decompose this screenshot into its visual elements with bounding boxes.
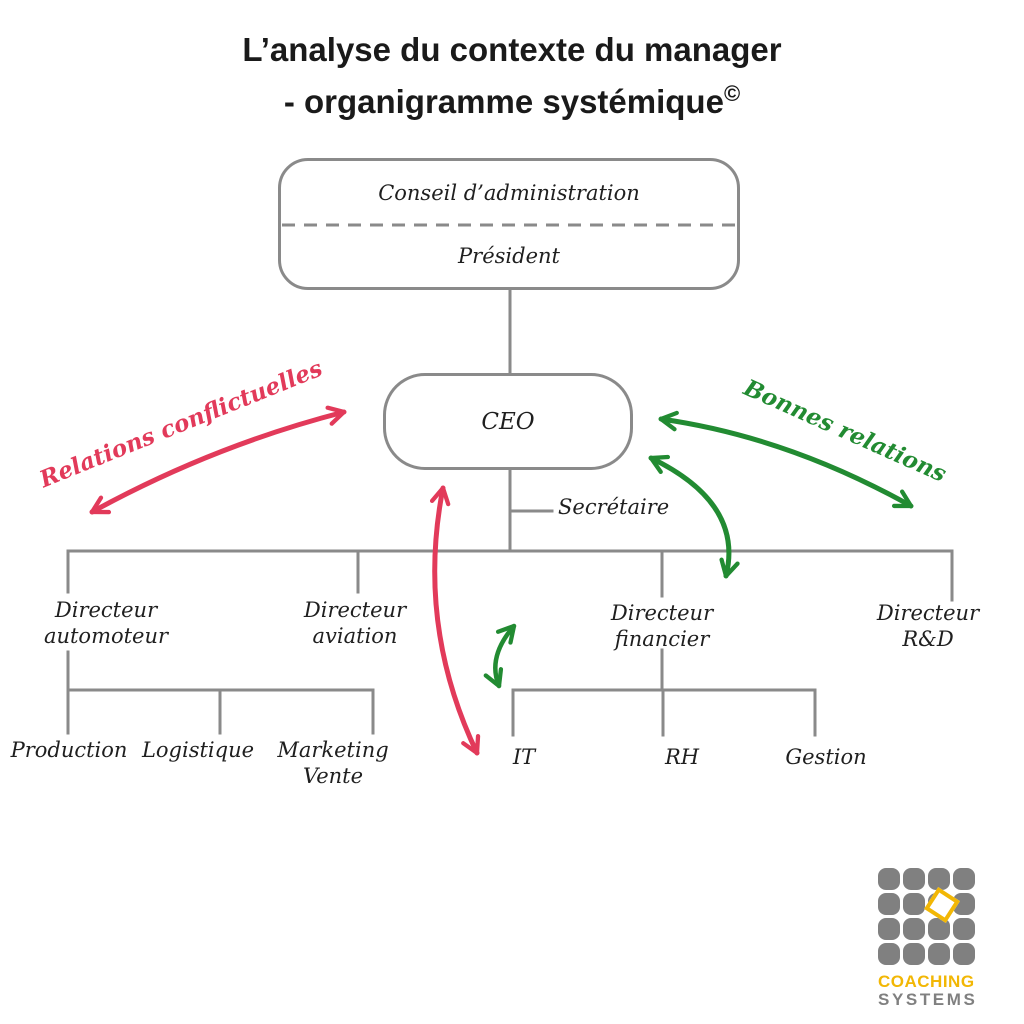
board-box-top-half: Conseil d’administration — [281, 161, 737, 224]
coaching-systems-logo: COACHING SYSTEMS — [878, 868, 982, 1009]
logo-dot — [878, 943, 900, 965]
logo-dot — [953, 868, 975, 890]
ceo-box: CEO — [383, 373, 633, 470]
unit-it-label: IT — [512, 745, 536, 769]
page-title-line2: - organigramme systémique© — [283, 81, 741, 120]
logo-dot — [928, 918, 950, 940]
board-label: Conseil d’administration — [378, 180, 640, 205]
unit-production-label: Production — [10, 738, 128, 762]
unit-hr-label: RH — [664, 745, 700, 769]
logo-dot-grid — [878, 868, 975, 965]
director-aviation-label: Directeur aviation — [303, 598, 407, 648]
logo-dot — [878, 918, 900, 940]
ceo-label: CEO — [481, 408, 535, 435]
hierarchy-connector-lines — [66, 288, 954, 737]
logo-dot — [953, 893, 975, 915]
logo-dot — [903, 918, 925, 940]
secretary-label: Secrétaire — [558, 495, 670, 519]
logo-dot — [903, 943, 925, 965]
page-title-line1: L’analyse du contexte du manager — [242, 31, 782, 68]
unit-management-label: Gestion — [785, 745, 867, 769]
board-president-box: Conseil d’administration Président — [278, 158, 740, 290]
page-title: L’analyse du contexte du manager - organ… — [0, 28, 1024, 124]
good-arrow-ceo-finance — [648, 454, 740, 579]
director-rd-label: Directeur R&D — [876, 601, 980, 651]
logo-dot — [953, 918, 975, 940]
good-arrow-it — [483, 623, 517, 689]
logo-dot — [903, 893, 925, 915]
director-automotive-label: Directeur automoteur — [43, 598, 169, 648]
logo-dot — [928, 943, 950, 965]
logo-text-coaching: COACHING — [878, 972, 975, 991]
logo-dot — [878, 868, 900, 890]
logo-text-systems: SYSTEMS — [878, 990, 978, 1009]
logo-dot — [878, 893, 900, 915]
board-box-bottom-half: Président — [281, 224, 737, 287]
director-finance-label: Directeur financier — [610, 601, 714, 651]
copyright-mark: © — [723, 81, 741, 106]
logo-dot — [953, 943, 975, 965]
unit-logistics-label: Logistique — [141, 738, 255, 762]
good-arrow-right-ceo — [658, 410, 914, 509]
logo-dot — [928, 868, 950, 890]
president-label: Président — [458, 243, 560, 268]
conflict-arrow-left-ceo — [89, 405, 347, 515]
conflict-arrow-ceo-it — [429, 485, 481, 756]
logo-dot — [903, 868, 925, 890]
unit-marketing-sales-label: Marketing Vente — [277, 738, 389, 788]
